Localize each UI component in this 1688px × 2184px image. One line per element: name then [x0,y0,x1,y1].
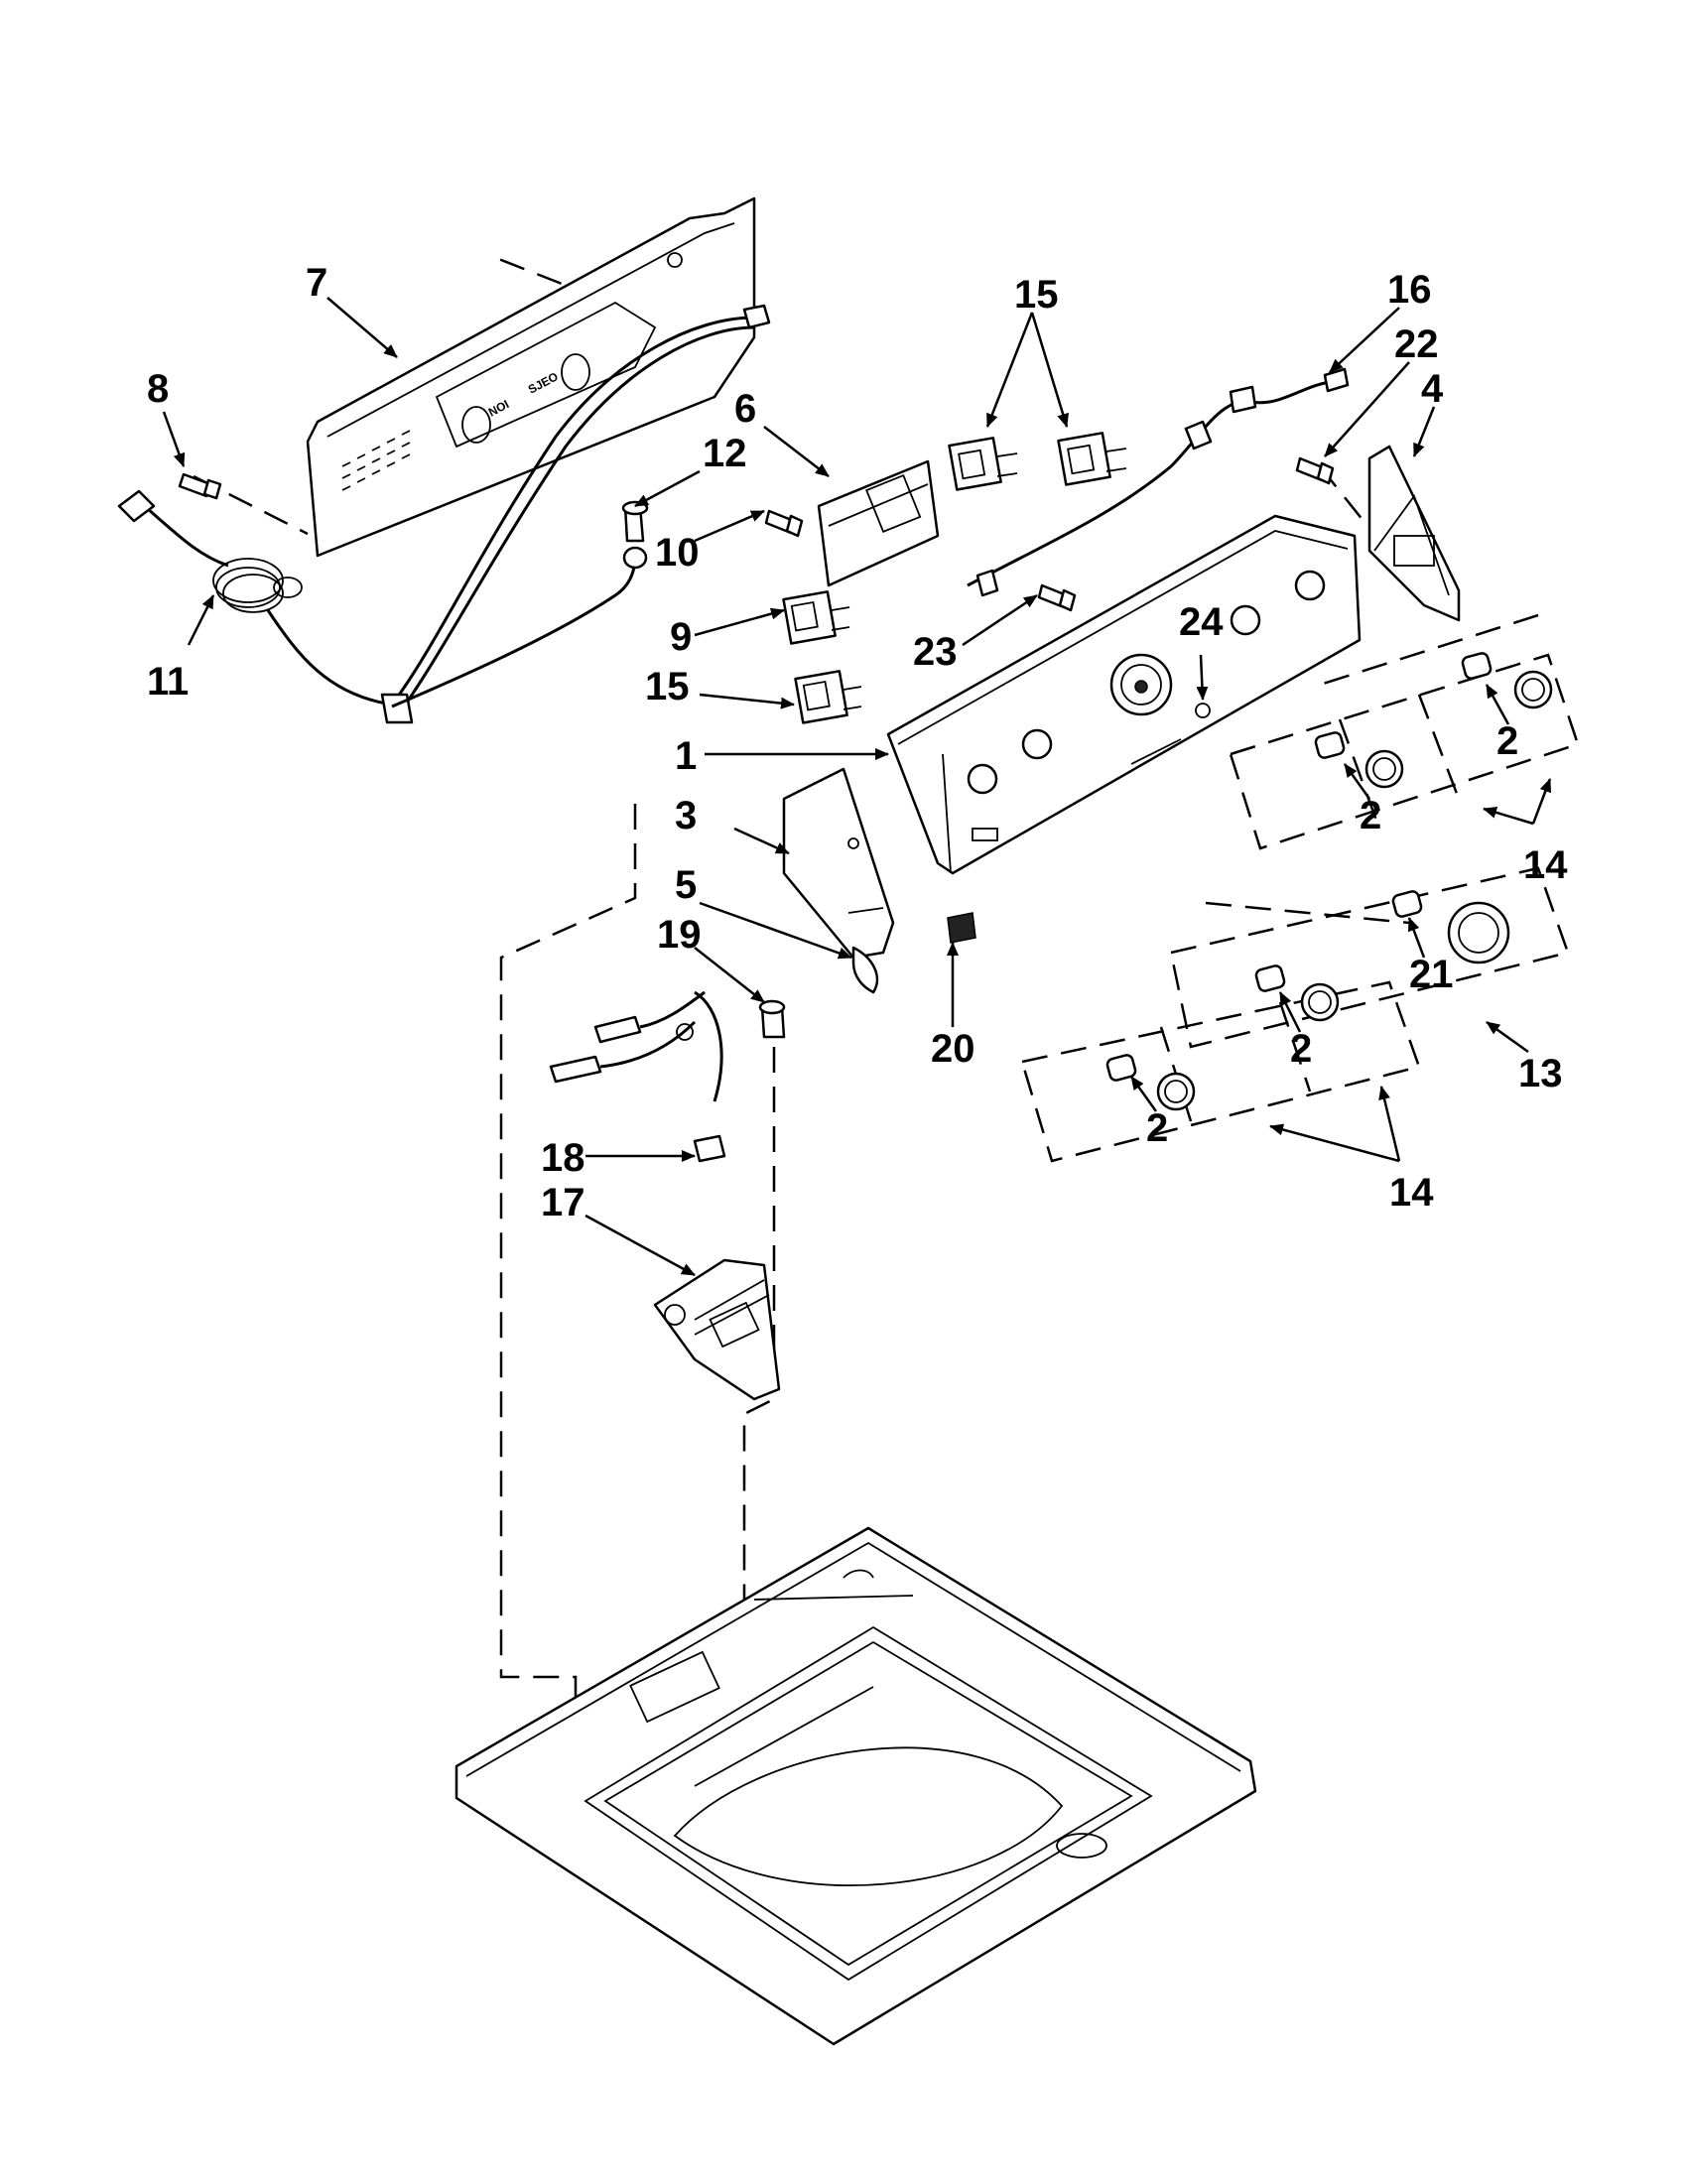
screw-10 [764,509,804,538]
callout-14-lower: 14 [1389,1171,1434,1215]
callout-19: 19 [657,913,702,957]
wire-harness-16 [967,367,1350,597]
callout-24: 24 [1179,600,1224,644]
rear-panel: NOI SJEO [306,196,756,558]
switch-15-lower [794,670,862,724]
callout-8: 8 [147,367,169,411]
callout-23: 23 [913,630,958,674]
callout-15-top: 15 [1014,273,1059,317]
callout-2-upper-mid: 2 [1360,794,1381,837]
wire-harness-18 [549,990,726,1163]
switch-15-upper-left [948,437,1018,491]
callout-10: 10 [655,531,700,575]
callout-22: 22 [1394,322,1439,366]
console [886,514,1362,875]
screw-8 [178,472,222,500]
power-cord [117,304,771,724]
end-cap-left [782,767,895,960]
callout-13: 13 [1518,1052,1563,1095]
callout-labels: 7 8 12 6 10 9 15 11 1 3 5 19 15 16 22 4 … [147,261,1568,1224]
callout-12: 12 [703,432,747,475]
top-panel [454,1526,1257,2046]
control-board-6 [817,459,940,587]
switch-9 [782,590,850,645]
switch-15-upper-right [1057,432,1127,486]
knob-upper-right [1461,652,1553,709]
callout-9: 9 [670,615,692,659]
callout-14-upper: 14 [1523,843,1568,887]
callout-7: 7 [306,261,327,305]
callout-3: 3 [675,794,697,837]
callout-16: 16 [1387,268,1432,312]
callout-1: 1 [675,734,697,778]
knob-large-21 [1391,890,1510,964]
callout-18: 18 [541,1136,585,1180]
ground-screw-12 [621,500,649,570]
callout-6: 6 [734,387,756,431]
knob-upper-mid [1314,731,1404,789]
dispenser-17 [653,1258,781,1401]
leader-lines [162,297,1552,1277]
screw-22 [1295,456,1335,485]
knob-lower [1105,1054,1196,1111]
callout-21: 21 [1409,953,1454,996]
callout-15-left: 15 [645,665,690,708]
callout-5: 5 [675,863,697,907]
callout-2-middle: 2 [1290,1027,1312,1071]
callout-20: 20 [931,1027,975,1071]
callout-2-lower: 2 [1146,1106,1168,1150]
callout-11: 11 [147,660,189,704]
callout-2-upper-right: 2 [1496,719,1518,763]
screw-23 [1037,583,1077,612]
screw-19 [758,999,786,1039]
callout-4: 4 [1421,367,1444,411]
end-cap-right [1367,445,1461,622]
callout-17: 17 [541,1181,585,1224]
knob-middle [1254,964,1340,1022]
part-20 [947,912,976,944]
clip-5 [851,946,879,994]
